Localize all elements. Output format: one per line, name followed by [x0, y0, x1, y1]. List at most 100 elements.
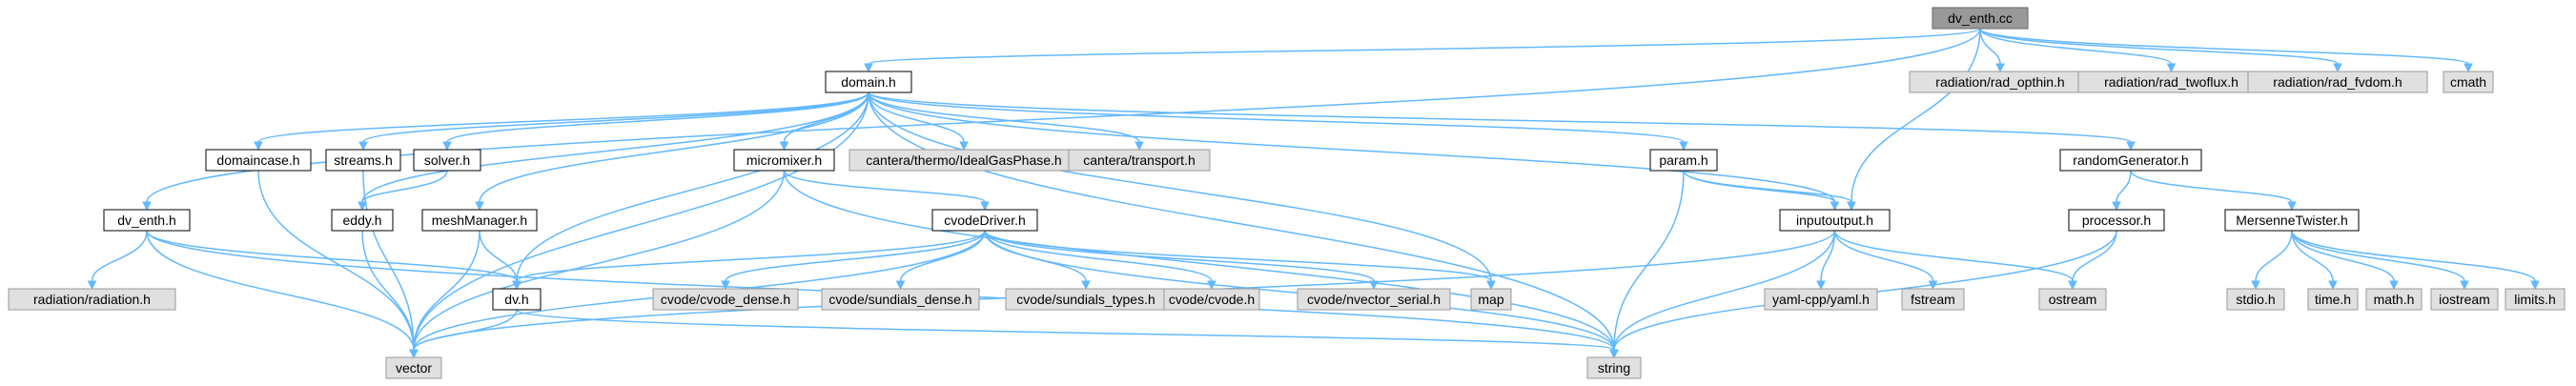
node-dv-enth-cc: dv_enth.cc: [1932, 7, 2029, 30]
node-label: eddy.h: [343, 213, 382, 228]
node-label: cmath: [2450, 74, 2486, 90]
edge-mersenne_h-to-stdio: [2251, 230, 2293, 291]
edge-dv_enth_cc-to-rad_fvdom: [1979, 28, 2342, 73]
node-label: fstream: [1911, 292, 1955, 307]
edge-mersenne_h-to-time: [2291, 230, 2338, 291]
arrowhead-icon: [358, 201, 367, 212]
node-rad-opthin: radiation/rad_opthin.h: [1909, 71, 2092, 93]
node-vector: vector: [385, 356, 442, 379]
node-randomgen-h[interactable]: randomGenerator.h: [2059, 149, 2202, 172]
node-label: map: [1478, 292, 1503, 307]
edge-domain_h-to-randomgen_h: [868, 91, 2136, 152]
edge-domain_h-to-param_h: [868, 91, 1688, 152]
node-iostream: iostream: [2430, 288, 2499, 311]
node-fstream: fstream: [1901, 288, 1965, 311]
edge-dv_h-to-vector: [409, 309, 518, 359]
node-cvodedriver-h[interactable]: cvodeDriver.h: [931, 209, 1038, 232]
arrowhead-icon: [2464, 63, 2473, 73]
node-mersenne-h[interactable]: MersenneTwister.h: [2224, 209, 2360, 232]
node-processor-h[interactable]: processor.h: [2068, 209, 2165, 232]
edge-dv_enth_h-to-radiation_h: [87, 230, 148, 291]
arrowhead-icon: [980, 201, 990, 212]
node-yaml: yaml-cpp/yaml.h: [1764, 288, 1878, 311]
node-string: string: [1586, 356, 1642, 379]
arrowhead-icon: [2112, 201, 2121, 212]
node-label: cvode/sundials_types.h: [1016, 292, 1155, 307]
edge-solver_h-to-eddy_h: [358, 170, 448, 212]
node-eddy-h[interactable]: eddy.h: [331, 209, 394, 232]
edge-cvodedriver_h-to-cvode_dense: [721, 230, 986, 291]
arrowhead-icon: [2068, 280, 2077, 291]
node-streams-h[interactable]: streams.h: [325, 149, 401, 172]
edge-inputoutput_h-to-ostream: [1833, 230, 2077, 291]
node-rad-twoflux: radiation/rad_twoflux.h: [2077, 71, 2265, 93]
node-math: math.h: [2365, 288, 2423, 311]
node-label: stdio.h: [2236, 292, 2275, 307]
node-label: radiation/rad_opthin.h: [1935, 74, 2064, 90]
edge-mersenne_h-to-iostream: [2291, 230, 2469, 291]
node-radiation-h: radiation/radiation.h: [8, 288, 176, 311]
node-label: inputoutput.h: [1796, 213, 1873, 228]
edge-domain_h-to-streams_h: [358, 91, 869, 152]
edge-domain_h-to-meshmanager_h: [475, 91, 869, 212]
edge-cvodedriver_h-to-map: [984, 230, 1496, 291]
edge-domain_h-to-idealgas: [868, 91, 969, 152]
nodes-layer: dv_enth.cc domain.h radiation/rad_opthin.h…: [8, 7, 2566, 379]
node-inputoutput-h[interactable]: inputoutput.h: [1779, 209, 1891, 232]
edge-domaincase_h-to-vector: [257, 170, 419, 359]
arrowhead-icon: [2251, 280, 2260, 291]
arrowhead-icon: [142, 201, 152, 212]
edge-meshmanager_h-to-dv_h: [479, 230, 521, 291]
node-meshmanager-h[interactable]: meshManager.h: [421, 209, 538, 232]
arrowhead-icon: [2530, 280, 2540, 291]
arrowhead-icon: [512, 280, 521, 291]
edge-dv_h-to-string: [516, 309, 1619, 359]
node-sundials-dense: cvode/sundials_dense.h: [821, 288, 980, 311]
arrowhead-icon: [1369, 280, 1379, 291]
node-transport: cantera/transport.h: [1068, 149, 1211, 172]
node-stdio: stdio.h: [2226, 288, 2285, 311]
arrowhead-icon: [959, 141, 969, 152]
node-domain-h[interactable]: domain.h: [825, 71, 912, 93]
arrowhead-icon: [2166, 63, 2177, 73]
arrowhead-icon: [442, 141, 452, 152]
edge-processor_h-to-ostream: [2068, 230, 2117, 291]
node-solver-h[interactable]: solver.h: [413, 149, 481, 172]
node-dv-h[interactable]: dv.h: [492, 288, 542, 311]
node-dv-enth-h[interactable]: dv_enth.h: [103, 209, 191, 232]
node-label: cvode/cvode.h: [1169, 292, 1255, 307]
arrowhead-icon: [2328, 280, 2338, 291]
node-idealgas: cantera/thermo/IdealGasPhase.h: [848, 149, 1079, 172]
node-label: cantera/thermo/IdealGasPhase.h: [866, 152, 1061, 168]
arrowhead-icon: [1081, 280, 1091, 291]
node-limits: limits.h: [2504, 288, 2566, 311]
edge-dv_enth_cc-to-cmath: [1979, 28, 2473, 73]
arrowhead-icon: [1609, 349, 1619, 359]
arrowhead-icon: [1995, 63, 2005, 73]
node-domaincase-h[interactable]: domaincase.h: [205, 149, 312, 172]
node-label: solver.h: [424, 152, 470, 168]
edge-randomgen_h-to-processor_h: [2112, 170, 2132, 212]
edge-cvodedriver_h-to-nvector_serial: [984, 230, 1379, 291]
edge-randomgen_h-to-mersenne_h: [2130, 170, 2297, 212]
node-label: cvode/sundials_dense.h: [828, 292, 971, 307]
node-param-h[interactable]: param.h: [1649, 149, 1718, 172]
arrowhead-icon: [864, 63, 873, 73]
edge-meshmanager_h-to-vector: [409, 230, 480, 359]
node-label: cvode/cvode_dense.h: [661, 292, 790, 307]
node-label: radiation/radiation.h: [33, 292, 151, 307]
arrowhead-icon: [475, 201, 484, 212]
node-label: dv_enth.cc: [1948, 10, 2013, 26]
arrowhead-icon: [2333, 63, 2342, 73]
edge-param_h-to-inputoutput_h: [1683, 170, 1840, 212]
node-nvector-serial: cvode/nvector_serial.h: [1297, 288, 1451, 311]
node-label: cantera/transport.h: [1083, 152, 1196, 168]
node-sundials-types: cvode/sundials_types.h: [1005, 288, 1167, 311]
node-cvode-h: cvode/cvode.h: [1163, 288, 1260, 311]
node-label: streams.h: [334, 152, 392, 168]
node-label: string: [1598, 360, 1630, 376]
arrowhead-icon: [1816, 280, 1826, 291]
node-micromixer-h[interactable]: micromixer.h: [733, 149, 835, 172]
node-rad-fvdom: radiation/rad_fvdom.h: [2247, 71, 2428, 93]
edge-domain_h-to-transport: [868, 91, 1144, 152]
